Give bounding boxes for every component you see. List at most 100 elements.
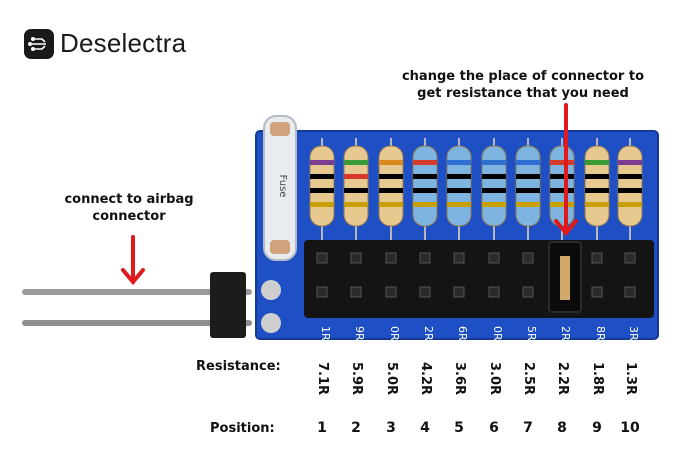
pcb-silkscreen-label: 3R [627, 326, 640, 341]
resistor-band [482, 174, 506, 179]
resistor [343, 145, 369, 227]
header-pin [316, 286, 328, 298]
resistance-value: 7.1R [315, 362, 330, 396]
resistance-value: 5.9R [349, 362, 364, 396]
position-value: 6 [489, 420, 499, 436]
resistance-value: 2.2R [555, 362, 570, 396]
resistor-band [413, 202, 437, 207]
resistor-band [618, 202, 642, 207]
resistor-band [550, 202, 574, 207]
airbag-pin-top [22, 289, 252, 295]
resistor-band [344, 160, 368, 165]
header-pin [522, 252, 534, 264]
resistor-band [379, 202, 403, 207]
position-value: 10 [620, 420, 640, 436]
pcb-silkscreen-label: 9R [353, 326, 366, 341]
resistor [549, 145, 575, 227]
brand-logo: Deselectra [24, 28, 186, 59]
resistor-band [344, 174, 368, 179]
resistor [584, 145, 610, 227]
resistance-value: 1.8R [590, 362, 605, 396]
resistance-value: 1.3R [623, 362, 638, 396]
header-pin [591, 252, 603, 264]
header-pin [522, 286, 534, 298]
circuit-chip-icon [24, 28, 54, 59]
resistor-band [447, 160, 471, 165]
pcb-silkscreen-label: 6R [456, 326, 469, 341]
pcb-silkscreen-label: 5R [525, 326, 538, 341]
resistor-band [413, 174, 437, 179]
resistor-band [413, 160, 437, 165]
header-pin [385, 252, 397, 264]
resistor [481, 145, 507, 227]
resistor-band [516, 202, 540, 207]
header-pin [350, 286, 362, 298]
resistor-band [447, 174, 471, 179]
resistance-value: 3.0R [487, 362, 502, 396]
resistor-band [447, 188, 471, 193]
resistor-band [379, 174, 403, 179]
pin-header-housing [210, 272, 246, 338]
solder-pad [261, 280, 281, 300]
resistance-value: 5.0R [384, 362, 399, 396]
header-pin [488, 286, 500, 298]
resistor-band [585, 202, 609, 207]
resistor-band [585, 174, 609, 179]
header-pin [624, 252, 636, 264]
resistor-band [447, 202, 471, 207]
pcb-silkscreen-label: 2R [422, 326, 435, 341]
resistance-value: 4.2R [418, 362, 433, 396]
resistor-band [550, 188, 574, 193]
pcb-silkscreen-label: 0R [491, 326, 504, 341]
position-value: 2 [351, 420, 361, 436]
arrow-down-icon [121, 235, 145, 286]
resistor-band [310, 160, 334, 165]
header-pin [419, 286, 431, 298]
position-value: 7 [523, 420, 533, 436]
position-value: 9 [592, 420, 602, 436]
pcb-silkscreen-label: 0R [388, 326, 401, 341]
airbag-pin-bottom [22, 320, 252, 326]
brand-name: Deselectra [60, 28, 187, 58]
header-pin [453, 252, 465, 264]
resistor [378, 145, 404, 227]
resistor-band [413, 188, 437, 193]
resistor-band [310, 188, 334, 193]
resistor-band [482, 202, 506, 207]
header-pin [350, 252, 362, 264]
resistor-band [344, 202, 368, 207]
resistor-band [379, 160, 403, 165]
resistance-value: 2.5R [521, 362, 536, 396]
connector-annotation: change the place of connector to get res… [401, 69, 645, 101]
resistor-band [618, 188, 642, 193]
resistor-band [344, 188, 368, 193]
resistor [309, 145, 335, 227]
position-value: 4 [420, 420, 430, 436]
resistor [412, 145, 438, 227]
resistor-band [550, 174, 574, 179]
resistor-band [516, 160, 540, 165]
resistor-band [516, 188, 540, 193]
resistor-band [585, 160, 609, 165]
airbag-annotation: connect to airbag connector [64, 192, 194, 224]
header-pin [591, 286, 603, 298]
pcb-silkscreen-label: 8R [594, 326, 607, 341]
fuse-label: Fuse [277, 175, 288, 198]
position-label: Position: [210, 421, 275, 436]
resistor-band [585, 188, 609, 193]
header-pin [624, 286, 636, 298]
arrow-down-icon [554, 103, 578, 237]
position-value: 1 [317, 420, 327, 436]
resistor [446, 145, 472, 227]
resistor [515, 145, 541, 227]
resistance-value: 3.6R [452, 362, 467, 396]
resistor-band [482, 160, 506, 165]
resistor-band [379, 188, 403, 193]
pcb-silkscreen-label: 1R [319, 326, 332, 341]
resistor-band [618, 174, 642, 179]
position-value: 5 [454, 420, 464, 436]
header-pin [453, 286, 465, 298]
resistance-label: Resistance: [196, 359, 281, 374]
resistor [617, 145, 643, 227]
